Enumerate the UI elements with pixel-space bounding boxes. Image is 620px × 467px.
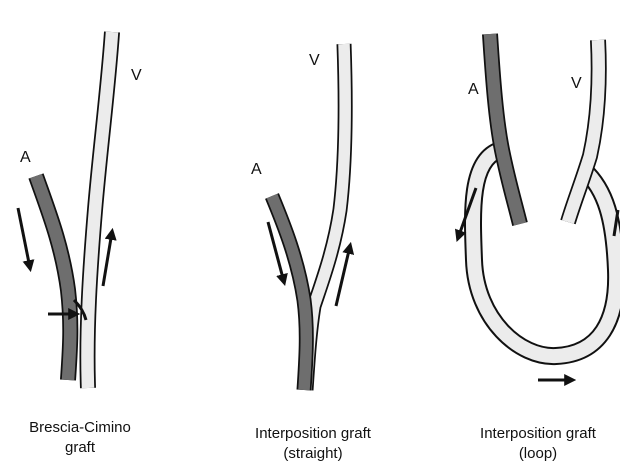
caption-line-2: (straight) [228, 444, 398, 464]
caption-interposition-straight: Interposition graft (straight) [228, 424, 398, 464]
artery-label: A [20, 149, 31, 166]
artery-interposition-straight [272, 196, 306, 390]
artery-label: A [468, 81, 479, 98]
caption-interposition-loop: Interposition graft (loop) [456, 424, 620, 464]
caption-line-2: (loop) [456, 444, 620, 464]
arrow-vein-flow-up [103, 232, 112, 286]
vein-label: V [571, 75, 582, 92]
vein-label: V [309, 52, 320, 69]
vein-brescia-cimino [87, 32, 112, 388]
caption-line-1: Interposition graft [456, 424, 620, 444]
arrow-artery-flow-down [18, 208, 30, 268]
caption-line-1: Interposition graft [228, 424, 398, 444]
caption-line-2: graft [10, 438, 150, 458]
vein-label: V [131, 67, 142, 84]
artery-interposition-loop [490, 34, 520, 224]
loop-graft [473, 150, 616, 356]
caption-line-1: Brescia-Cimino [10, 418, 150, 438]
caption-brescia-cimino: Brescia-Cimino graft [10, 418, 150, 458]
panel-interposition-straight: A V [251, 44, 350, 390]
panel-brescia-cimino: A V [18, 32, 142, 388]
artery-brescia-cimino [36, 176, 70, 380]
panel-interposition-loop: A V [458, 34, 618, 380]
artery-label: A [251, 161, 262, 178]
